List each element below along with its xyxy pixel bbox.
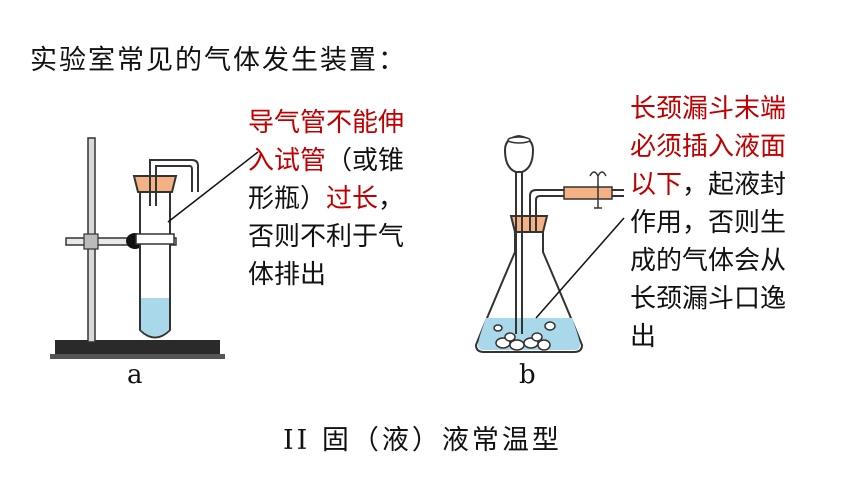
note-b-line4: 作用，否则生 <box>630 208 787 238</box>
side-tube-outer <box>529 189 566 232</box>
note-a-line3b: ， <box>378 184 405 214</box>
apparatus-type-label: II 固（液）液常温型 <box>283 425 562 456</box>
note-b-line6: 长颈漏斗口逸 <box>630 284 787 314</box>
note-a-line4: 否则不利于气 <box>248 222 405 252</box>
clamp-boss <box>83 233 99 250</box>
note-b-line3: ，起液封 <box>682 170 787 200</box>
note-a-line2: （或锥 <box>326 146 405 176</box>
annotation-b: 长颈漏斗末端 必须插入液面 以下，起液封 作用，否则生 成的气体会从 长颈漏斗口… <box>630 90 786 356</box>
note-a-line5: 体排出 <box>248 260 327 290</box>
clamp-arm <box>65 237 177 246</box>
page-title: 实验室常见的气体发生装置： <box>30 45 407 76</box>
caption-b: b <box>519 360 536 390</box>
stand-base <box>55 340 220 356</box>
note-a-line3a: 形瓶） <box>248 184 327 214</box>
solid-pieces <box>493 321 556 351</box>
note-a-line1: 导气管不能伸 <box>248 108 405 138</box>
apparatus-b <box>474 134 625 353</box>
note-b-line3-red: 以下 <box>630 170 683 200</box>
note-b-line5: 成的气体会从 <box>630 246 787 276</box>
note-a-line2-red: 入试管 <box>248 146 327 176</box>
funnel-rim <box>507 136 531 144</box>
tube-clamp-band <box>135 233 175 245</box>
note-a-line3-red: 过长 <box>326 184 379 214</box>
pinch-clip <box>589 171 607 209</box>
note-b-line2: 必须插入液面 <box>630 132 787 162</box>
tube-liquid <box>141 298 169 337</box>
caption-a: a <box>127 360 143 390</box>
pointer-line-a <box>167 151 259 223</box>
rubber-tube <box>563 186 613 200</box>
delivery-tube-inner <box>155 165 193 192</box>
annotation-a: 导气管不能伸 入试管（或锥 形瓶）过长， 否则不利于气 体排出 <box>248 104 404 294</box>
stand-base-edge <box>50 354 225 359</box>
note-b-line7: 出 <box>630 322 657 352</box>
pointer-line-b <box>535 217 625 319</box>
side-tube-inner <box>535 195 566 232</box>
note-b-line1: 长颈漏斗末端 <box>630 94 787 124</box>
apparatus-a <box>50 137 259 359</box>
delivery-tube-outer <box>149 159 199 192</box>
